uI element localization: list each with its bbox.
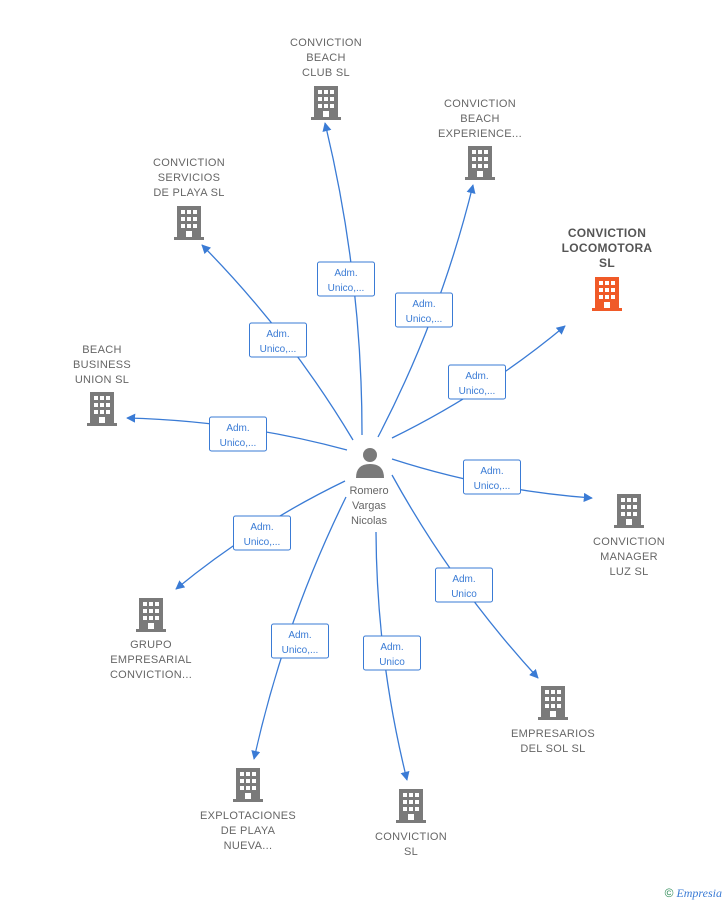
edge-label-text: Adm. — [334, 268, 357, 279]
company-name-line: GRUPO — [130, 639, 172, 651]
edge-label-explotaciones-de-playa-nueva[interactable]: Adm. Unico,... — [271, 623, 329, 659]
company-name-line: MANAGER — [600, 551, 658, 563]
edge-label-conviction-beach-experience[interactable]: Adm. Unico,... — [395, 292, 453, 328]
company-name-line: EXPLOTACIONES — [200, 810, 296, 822]
company-name-line: DE PLAYA — [221, 825, 276, 837]
edge-label-box — [435, 567, 493, 603]
company-name-line: SL — [404, 846, 418, 858]
building-icon — [136, 598, 166, 632]
company-name-line: CONVICTION — [290, 37, 362, 49]
building-icon — [396, 789, 426, 823]
person-name-line: Nicolas — [351, 515, 388, 527]
edge-label-text: Unico — [451, 589, 477, 600]
edge-label-text: Adm. — [250, 522, 273, 533]
company-name-line: CONVICTION — [593, 536, 665, 548]
company-name-line: EMPRESARIOS — [511, 728, 595, 740]
company-node-conviction-servicios-de-playa[interactable]: CONVICTION SERVICIOS DE PLAYA SL — [153, 157, 225, 240]
company-node-explotaciones-de-playa-nueva[interactable]: EXPLOTACIONES DE PLAYA NUEVA... — [200, 768, 296, 852]
company-name-line: BEACH — [82, 344, 121, 356]
company-name-line: DEL SOL SL — [520, 743, 585, 755]
edge-label-text: Adm. — [266, 329, 289, 340]
company-name-line: SL — [599, 256, 615, 270]
edge-label-box — [209, 416, 267, 452]
edge-label-text: Adm. — [452, 574, 475, 585]
company-name-line: CONVICTION... — [110, 669, 192, 681]
building-icon — [592, 277, 622, 311]
edge-label-grupo-empresarial-conviction[interactable]: Adm. Unico,... — [233, 515, 291, 551]
edge-label-box — [395, 292, 453, 328]
company-node-conviction-beach-experience[interactable]: CONVICTION BEACH EXPERIENCE... — [438, 98, 522, 180]
edge-label-box — [249, 322, 307, 358]
company-node-empresarios-del-sol[interactable]: EMPRESARIOS DEL SOL SL — [511, 686, 595, 755]
edge-label-beach-business-union[interactable]: Adm. Unico,... — [209, 416, 267, 452]
company-name-line: CONVICTION — [375, 831, 447, 843]
edge-label-box — [448, 364, 506, 400]
company-node-conviction-sl[interactable]: CONVICTION SL — [375, 789, 447, 858]
building-icon — [614, 494, 644, 528]
edge-label-text: Unico — [379, 657, 405, 668]
edge-label-box — [233, 515, 291, 551]
edge-label-conviction-beach-club[interactable]: Adm. Unico,... — [317, 261, 375, 297]
company-node-conviction-manager-luz[interactable]: CONVICTION MANAGER LUZ SL — [593, 494, 665, 578]
person-icon — [356, 448, 384, 478]
edge-label-box — [271, 623, 329, 659]
footer-brand[interactable]: © Empresia — [665, 886, 722, 901]
edge-label-conviction-sl[interactable]: Adm. Unico — [363, 635, 421, 671]
person-name-line: Romero — [349, 485, 388, 497]
edge-label-text: Adm. — [226, 423, 249, 434]
edge-label-text: Adm. — [480, 466, 503, 477]
edge-label-text: Adm. — [380, 642, 403, 653]
company-name-line: BEACH — [306, 52, 345, 64]
company-node-grupo-empresarial-conviction[interactable]: GRUPO EMPRESARIAL CONVICTION... — [110, 598, 192, 681]
edge-label-text: Adm. — [288, 630, 311, 641]
edge-label-conviction-locomotora[interactable]: Adm. Unico,... — [448, 364, 506, 400]
edge-label-text: Adm. — [412, 299, 435, 310]
edge-label-box — [317, 261, 375, 297]
company-name-line: CONVICTION — [444, 98, 516, 110]
company-name-line: SERVICIOS — [158, 172, 220, 184]
copyright-icon: © — [664, 886, 674, 900]
company-name-line: EMPRESARIAL — [110, 654, 192, 666]
edge-label-text: Adm. — [465, 371, 488, 382]
nodes-layer: CONVICTION BEACH CLUB SL CONVICTION BEACH EXP… — [73, 37, 665, 858]
edge-label-empresarios-del-sol[interactable]: Adm. Unico — [435, 567, 493, 603]
edge-label-box — [463, 459, 521, 495]
edge-label-box — [363, 635, 421, 671]
company-name-line: BEACH — [460, 113, 499, 125]
edge-label-conviction-manager-luz[interactable]: Adm. Unico,... — [463, 459, 521, 495]
company-name-line: BUSINESS — [73, 359, 131, 371]
edge-label-text: Unico,... — [406, 314, 443, 325]
edge-label-text: Unico,... — [328, 283, 365, 294]
edge-label-text: Unico,... — [474, 481, 511, 492]
building-icon — [465, 146, 495, 180]
company-name-line: DE PLAYA SL — [153, 187, 224, 199]
edge-label-conviction-servicios-de-playa[interactable]: Adm. Unico,... — [249, 322, 307, 358]
edge-label-text: Unico,... — [282, 645, 319, 656]
edge-label-text: Unico,... — [244, 537, 281, 548]
company-node-conviction-beach-club[interactable]: CONVICTION BEACH CLUB SL — [290, 37, 362, 120]
edge-label-text: Unico,... — [220, 438, 257, 449]
building-icon — [311, 86, 341, 120]
brand-name: Empresia — [676, 886, 722, 900]
company-name-line: CLUB SL — [302, 67, 350, 79]
building-icon — [174, 206, 204, 240]
edge-label-text: Unico,... — [459, 386, 496, 397]
company-name-line: LUZ SL — [609, 566, 648, 578]
company-name-line: NUEVA... — [224, 840, 273, 852]
company-name-line: UNION SL — [75, 374, 129, 386]
person-name-line: Vargas — [352, 500, 387, 512]
edge-label-text: Unico,... — [260, 344, 297, 355]
building-icon — [233, 768, 263, 802]
company-name-line: LOCOMOTORA — [562, 241, 653, 255]
building-icon — [87, 392, 117, 426]
company-name-line: CONVICTION — [153, 157, 225, 169]
edges-layer: Adm.Unico,...Adm.Unico,...Adm.Unico,...A… — [126, 122, 593, 781]
company-name-line: EXPERIENCE... — [438, 128, 522, 140]
company-node-beach-business-union[interactable]: BEACH BUSINESS UNION SL — [73, 344, 131, 426]
building-icon — [538, 686, 568, 720]
company-name-line: CONVICTION — [568, 226, 646, 240]
